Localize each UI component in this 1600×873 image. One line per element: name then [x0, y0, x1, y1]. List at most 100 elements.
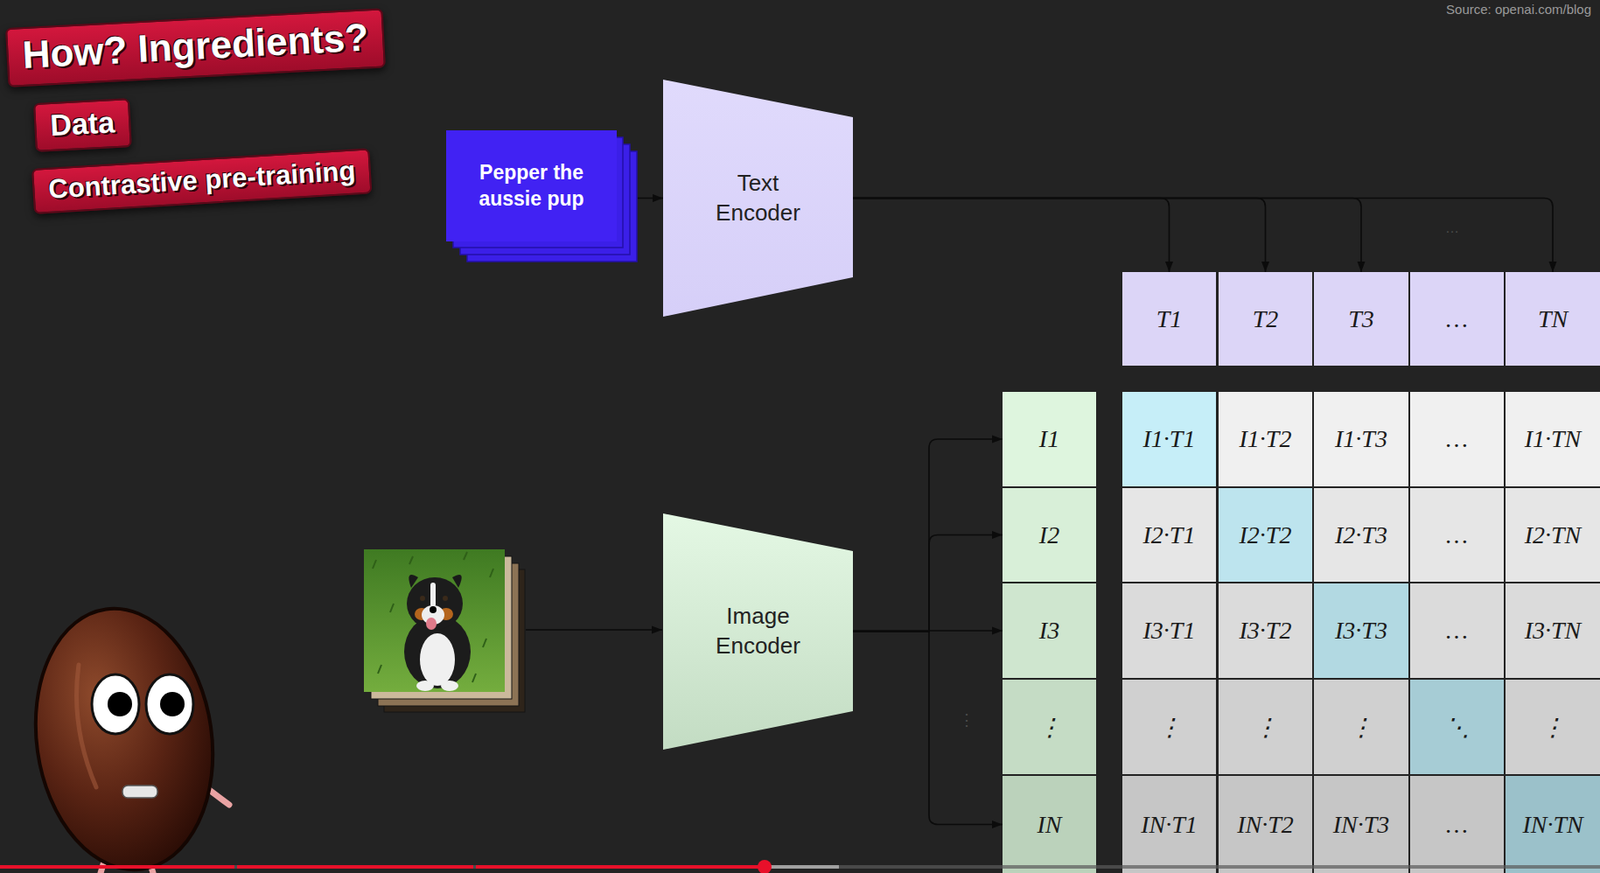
- section-banner: Data: [33, 97, 132, 152]
- title-banner: How? Ingredients?: [5, 7, 386, 87]
- connector-arrow: [852, 535, 1003, 633]
- encoder-trapezoid: [663, 79, 853, 317]
- progress-track: [0, 865, 1600, 869]
- similarity-cell: IN·T2: [1218, 775, 1313, 873]
- cell-text: I2·T2: [1239, 521, 1293, 550]
- cell-text: I3·T1: [1143, 616, 1196, 645]
- puppy-paw: [440, 680, 459, 692]
- similarity-cell: I3·TN: [1505, 583, 1600, 678]
- cell-text: I2·T3: [1334, 521, 1388, 550]
- image-embedding-cell: I2: [1002, 488, 1097, 582]
- connector-arrow: [852, 631, 1003, 825]
- puppy-head: [406, 577, 463, 630]
- image-embedding-cell: I1: [1002, 391, 1097, 487]
- encoder-label: Text Encoder: [698, 168, 818, 229]
- cell-text: I1: [1039, 425, 1060, 454]
- matching-pair-cell: I3·T3: [1313, 583, 1409, 678]
- cell-text: TN: [1537, 305, 1568, 334]
- progress-played: [237, 865, 474, 869]
- cell-text: I3·T2: [1239, 616, 1293, 645]
- text-embedding-cell: …: [1410, 272, 1504, 366]
- similarity-cell: ⋮: [1505, 679, 1600, 775]
- cell-text: I1·T2: [1239, 425, 1293, 454]
- puppy-tongue: [426, 617, 437, 630]
- faint-ellipsis: …: [1445, 220, 1460, 237]
- cell-text: I2·TN: [1524, 521, 1582, 550]
- cell-text: I2·T1: [1143, 521, 1196, 550]
- connector-arrow: [852, 198, 1553, 273]
- cell-text: …: [1446, 616, 1468, 645]
- encoder-shape: [663, 79, 853, 317]
- input-arrow: [525, 628, 663, 631]
- similarity-cell: I1·TN: [1505, 391, 1600, 487]
- encoder-shape: [663, 513, 853, 750]
- cell-text: I1·T3: [1334, 425, 1388, 454]
- connector-arrow: [637, 197, 664, 200]
- cell-text: ⋮: [1157, 712, 1182, 742]
- faint-ellipsis: ⋮: [958, 710, 975, 730]
- similarity-cell: I3·T2: [1218, 583, 1313, 678]
- cell-text: …: [1446, 810, 1468, 839]
- mascot-eye: [146, 674, 194, 734]
- connector-arrow: [852, 198, 1170, 273]
- matching-pair-cell: IN·TN: [1505, 775, 1600, 873]
- cell-text: …: [1446, 425, 1468, 454]
- mascot-highlight: [76, 664, 98, 788]
- similarity-cell: ⋮: [1122, 679, 1216, 775]
- photo-stack: [363, 549, 525, 713]
- puppy-nose: [429, 606, 437, 614]
- source-note: Source: openai.com/blog: [1446, 1, 1592, 17]
- cell-text: ⋮: [1253, 712, 1279, 742]
- cell-text: I3·T3: [1334, 616, 1388, 645]
- similarity-cell: I1·T3: [1313, 391, 1409, 487]
- puppy-paw: [416, 680, 434, 692]
- text-embedding-cell: T1: [1122, 272, 1216, 366]
- caption-card-stack: Pepper the aussie pup: [446, 130, 638, 263]
- banner-text: Contrastive pre-training: [47, 153, 357, 206]
- matching-pair-cell: I1·T1: [1122, 391, 1216, 487]
- cell-text: ⋮: [1348, 712, 1374, 742]
- similarity-cell: ⋮: [1313, 679, 1409, 775]
- matching-pair-cell: ⋱: [1410, 679, 1504, 775]
- similarity-cell: I2·T3: [1313, 488, 1409, 582]
- cell-text: I3: [1039, 616, 1060, 645]
- cell-text: ⋮: [1037, 712, 1063, 742]
- puppy-eye: [419, 595, 426, 601]
- puppy-blaze: [430, 582, 436, 608]
- mascot-body: [19, 597, 230, 873]
- mascot-eye: [91, 674, 140, 734]
- image-encoder: Image Encoder: [663, 513, 853, 750]
- cell-text: T3: [1348, 305, 1375, 334]
- text-embedding-cell: TN: [1505, 272, 1600, 366]
- similarity-cell: IN·T1: [1122, 775, 1216, 873]
- connector-arrow: [852, 198, 1362, 273]
- progress-handle: [757, 859, 772, 873]
- cell-text: I1·TN: [1524, 425, 1582, 454]
- mascot-pupil: [160, 691, 185, 717]
- similarity-cell: I3·T1: [1122, 583, 1216, 678]
- similarity-cell: …: [1410, 583, 1504, 678]
- cell-text: IN·T3: [1333, 810, 1391, 839]
- cell-text: IN·T1: [1140, 810, 1198, 839]
- cell-text: I1·T1: [1143, 425, 1196, 454]
- progress-played: [0, 865, 235, 869]
- mascot-pupil: [107, 691, 133, 717]
- cell-text: T1: [1156, 305, 1183, 334]
- mascot-mouth: [122, 785, 158, 798]
- puppy-chest: [419, 633, 455, 686]
- cell-text: I2: [1039, 521, 1060, 550]
- text-encoder: Text Encoder: [663, 79, 853, 317]
- similarity-cell: I2·T1: [1122, 488, 1216, 582]
- similarity-cell: ⋮: [1218, 679, 1313, 775]
- matching-pair-cell: I2·T2: [1218, 488, 1313, 582]
- similarity-cell: IN·T3: [1313, 775, 1409, 873]
- banner-text: How? Ingredients?: [20, 13, 370, 78]
- puppy: [404, 574, 471, 692]
- cell-text: I3·TN: [1524, 616, 1582, 645]
- image-embedding-cell: I3: [1002, 583, 1097, 678]
- progress-played: [475, 865, 765, 869]
- similarity-cell: …: [1410, 391, 1504, 487]
- encoder-label: Image Encoder: [698, 601, 818, 662]
- image-embedding-cell: IN: [1002, 775, 1097, 873]
